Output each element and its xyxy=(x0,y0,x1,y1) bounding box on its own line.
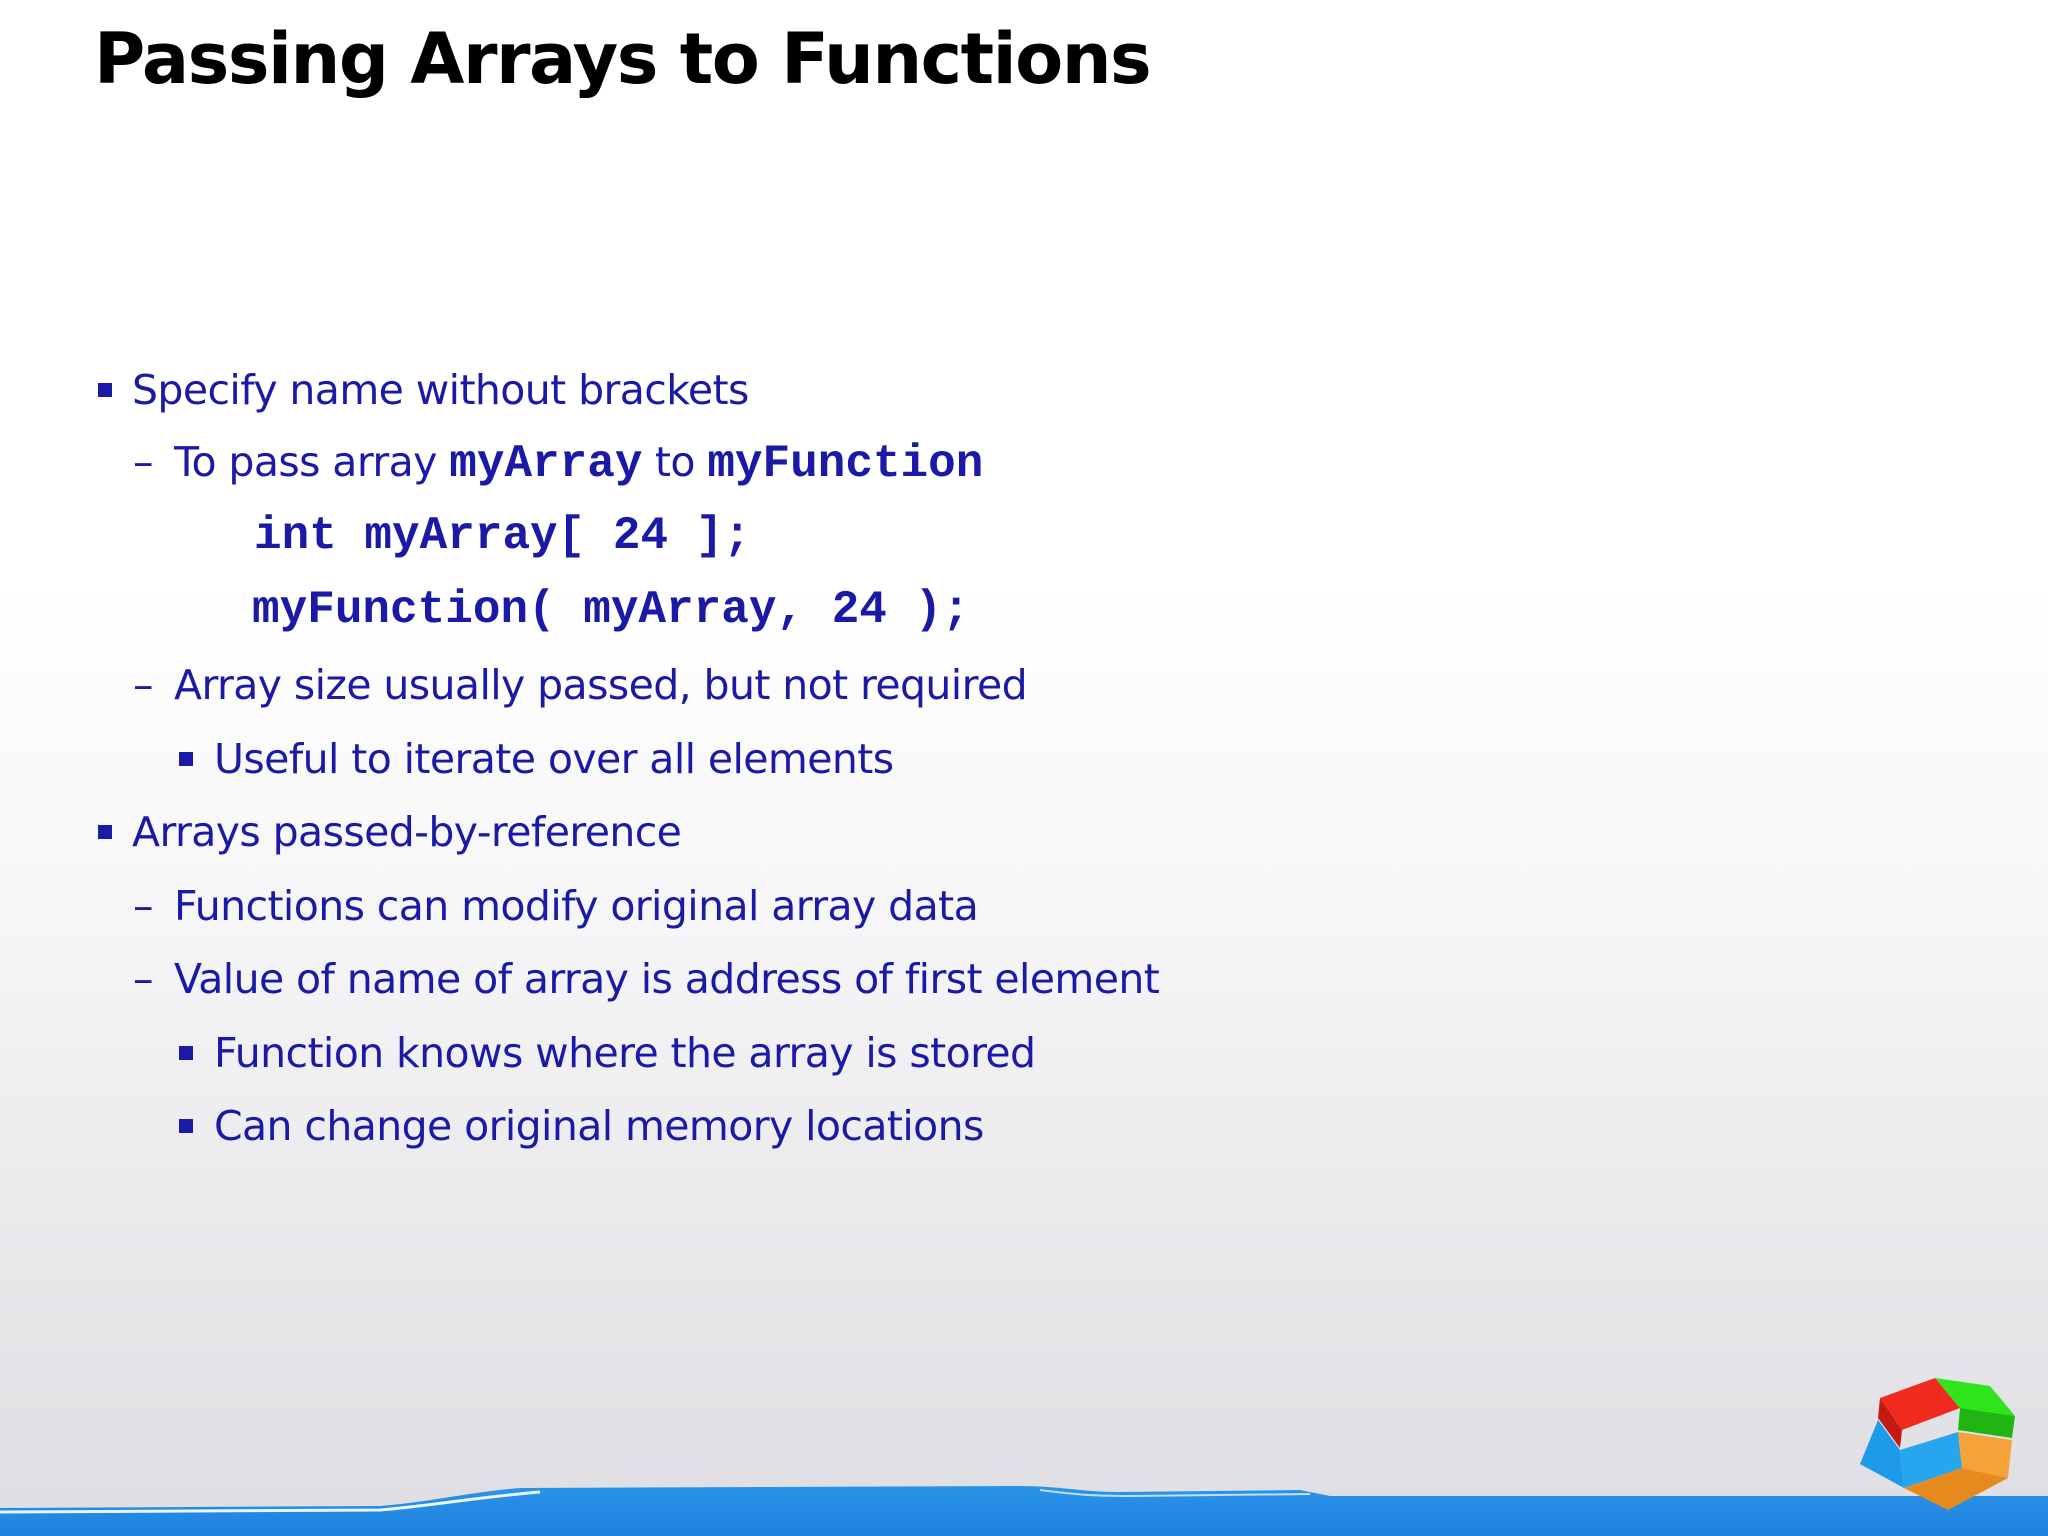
bullet-specify-name: Specify name without brackets xyxy=(132,366,749,414)
bullet-square-icon xyxy=(179,752,193,766)
code-myfunction: myFunction xyxy=(707,438,984,490)
footer-wave-band xyxy=(0,1486,2048,1536)
bullet-to-pass-array: To pass array myArray to myFunction xyxy=(174,437,983,489)
bullet-square-icon xyxy=(179,1119,193,1133)
to-text: to xyxy=(642,438,708,486)
code-myarray: myArray xyxy=(449,438,643,490)
bullet-square-icon xyxy=(98,825,112,839)
dash-icon: – xyxy=(133,882,154,930)
bullet-value-of-name: Value of name of array is address of fir… xyxy=(174,955,1160,1003)
windows-cube-logo-icon xyxy=(1860,1378,2015,1510)
bullet-passed-by-reference: Arrays passed-by-reference xyxy=(132,808,682,856)
bullet-useful-iterate: Useful to iterate over all elements xyxy=(214,735,894,783)
dash-icon: – xyxy=(133,661,154,709)
bullet-can-change: Can change original memory locations xyxy=(214,1102,984,1150)
bullet-square-icon xyxy=(98,383,112,397)
to-pass-array-text: To pass array xyxy=(174,438,450,486)
dash-icon: – xyxy=(133,438,154,486)
bullet-square-icon xyxy=(179,1046,193,1060)
bullet-function-knows: Function knows where the array is stored xyxy=(214,1029,1036,1077)
code-line-declaration: int myArray[ 24 ]; xyxy=(254,510,751,562)
bullet-array-size: Array size usually passed, but not requi… xyxy=(174,661,1028,709)
bullet-functions-modify: Functions can modify original array data xyxy=(174,882,979,930)
dash-icon: – xyxy=(133,955,154,1003)
slide-title: Passing Arrays to Functions xyxy=(94,18,1152,100)
code-line-call: myFunction( myArray, 24 ); xyxy=(252,584,970,636)
